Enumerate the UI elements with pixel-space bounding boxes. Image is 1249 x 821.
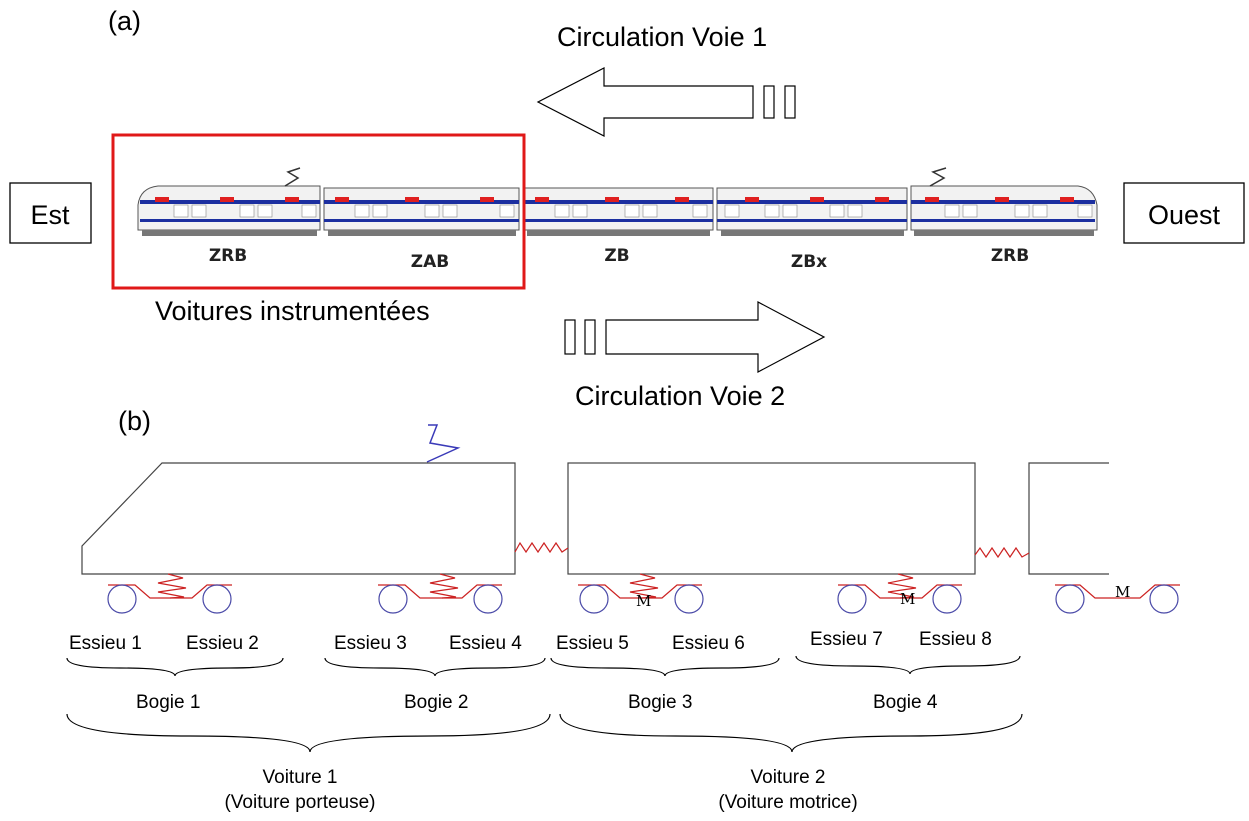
track-1-label: Circulation Voie 1 [557, 22, 767, 52]
vehicle-1-type: (Voiture porteuse) [224, 792, 375, 813]
vehicle-2-name: Voiture 2 [751, 767, 826, 788]
motor-label-1: M [636, 592, 651, 610]
axle-label-3: Essieu 3 [334, 633, 407, 654]
vehicle-braces [66, 713, 1023, 753]
vehicle-brace-2 [559, 713, 1023, 753]
motor-label-2: M [900, 590, 915, 608]
car-zrb-east [137, 167, 321, 236]
track-2-label: Circulation Voie 2 [575, 381, 785, 411]
west-box: Ouest [1123, 182, 1245, 244]
axle-label-5: Essieu 5 [556, 633, 629, 654]
axle-label-1: Essieu 1 [69, 633, 142, 654]
instrumented-label: Voitures instrumentées [155, 296, 430, 326]
motor-label-3: M [1115, 583, 1130, 601]
instrumented-highlight [111, 133, 526, 290]
bogie-3-mechanics [578, 573, 704, 614]
bogie-label-1: Bogie 1 [136, 692, 200, 713]
bogie-brace-2 [324, 657, 546, 677]
vehicle-2-body [567, 462, 976, 575]
vehicle-3-body-partial [1028, 462, 1109, 575]
left-arrow-icon [536, 67, 796, 137]
car-label-2: ZAB [411, 252, 449, 272]
pantograph-icon [426, 424, 461, 463]
east-label: Est [30, 200, 70, 230]
bogie-2-mechanics [378, 573, 503, 614]
vehicle-1-body [81, 462, 516, 575]
axle-label-4: Essieu 4 [449, 633, 522, 654]
vehicle-brace-1 [66, 713, 551, 753]
right-arrow-icon [564, 301, 826, 373]
car-zbx [716, 187, 908, 236]
bogie-brace-4 [795, 655, 1021, 675]
coupler-spring-2 [974, 546, 1030, 559]
train-illustration [137, 167, 1098, 236]
car-label-4: ZBx [791, 252, 827, 272]
bogie-brace-3 [550, 657, 780, 677]
bogie-5-mechanics [1055, 584, 1180, 614]
panel-b-label: (b) [118, 406, 151, 436]
bogie-braces [66, 655, 1021, 677]
axle-label-2: Essieu 2 [186, 633, 259, 654]
car-zab [323, 187, 520, 236]
coupler-spring-1 [514, 541, 569, 554]
east-box: Est [9, 182, 92, 244]
panel-a-label: (a) [108, 6, 141, 36]
axle-label-6: Essieu 6 [672, 633, 745, 654]
bogie-label-3: Bogie 3 [628, 692, 692, 713]
bogie-brace-1 [66, 657, 284, 677]
axle-label-7: Essieu 7 [810, 629, 883, 650]
vehicle-1-name: Voiture 1 [263, 767, 338, 788]
car-label-3: ZB [604, 246, 629, 266]
bogie-4-mechanics [837, 573, 962, 614]
car-label-1: ZRB [209, 246, 247, 266]
vehicle-2-type: (Voiture motrice) [718, 792, 857, 813]
car-label-5: ZRB [991, 246, 1029, 266]
bogie-1-mechanics [107, 573, 232, 614]
bogie-label-2: Bogie 2 [404, 692, 468, 713]
car-zb [522, 187, 714, 236]
car-zrb-west [910, 167, 1098, 236]
bogie-mechanics [107, 573, 1180, 614]
axle-label-8: Essieu 8 [919, 629, 992, 650]
bogie-label-4: Bogie 4 [873, 692, 938, 713]
west-label: Ouest [1148, 200, 1221, 230]
